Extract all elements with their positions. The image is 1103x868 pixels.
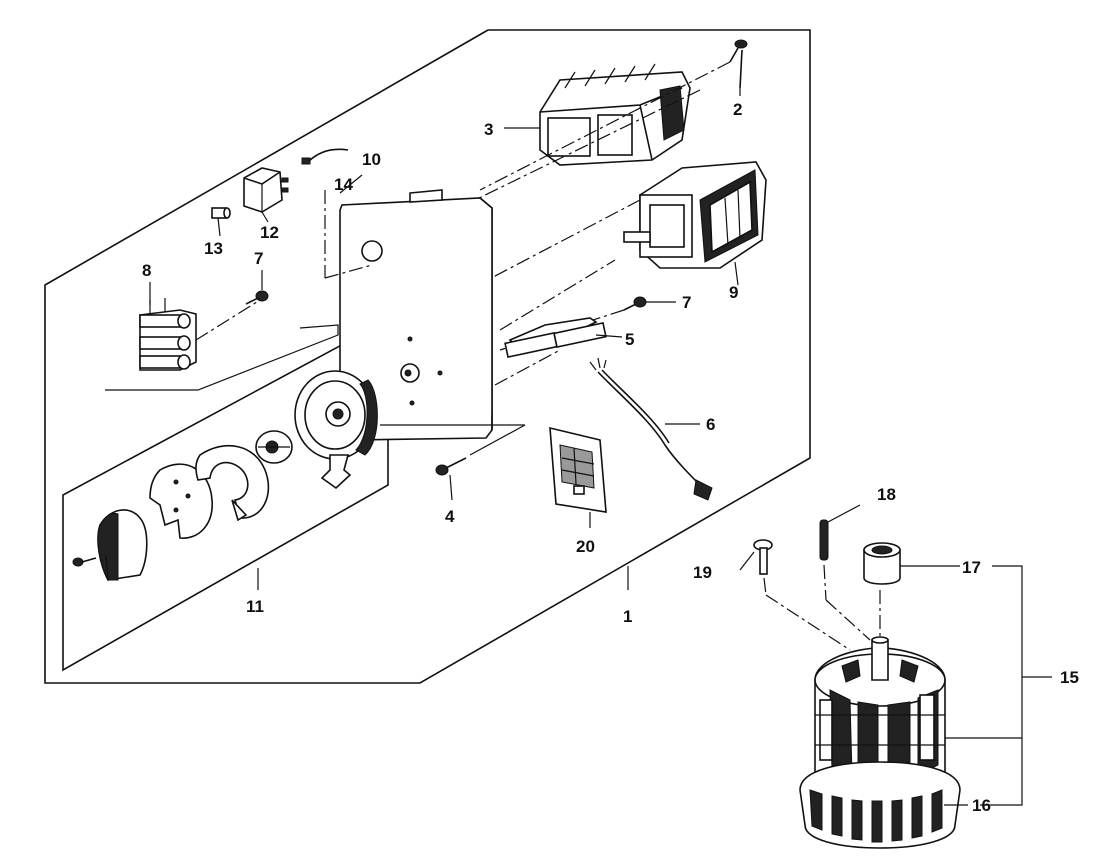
callout-8: 8 [142,261,151,280]
assembly-outline [44,29,811,684]
callout-17: 17 [962,558,981,577]
callout-1: 1 [623,607,632,626]
part-2-screw [479,39,748,191]
callout-9: 9 [729,283,738,302]
part-4-screw [380,424,526,501]
part-11-hub [255,430,293,464]
part-12-connector [243,167,289,223]
callout-2: 2 [733,100,742,119]
part-17-bushing [863,542,960,640]
part-10-main-plate [324,174,493,441]
part-11-knob [72,509,148,581]
part-8-terminal-block [105,282,339,391]
callout-7-upper: 7 [254,249,263,268]
group-15-bracket [945,565,1052,806]
part-5-bracket [494,259,623,386]
callout-10: 10 [362,150,381,169]
part-16-fan-base [799,761,968,849]
callout-3: 3 [484,120,493,139]
callout-6: 6 [706,415,715,434]
callout-13: 13 [204,239,223,258]
callout-7-right: 7 [682,293,691,312]
part-20-label-card [549,426,607,528]
part-3-switch-block [504,63,691,166]
part-6-power-cord [589,357,713,501]
part-14-wire [301,148,349,165]
callout-14: 14 [334,175,353,194]
callout-11: 11 [246,597,264,616]
part-7-screw-upper [245,270,269,305]
callout-20: 20 [576,537,595,556]
part-19-screw [739,539,851,651]
callout-16: 16 [972,796,991,815]
callout-15: 15 [1060,668,1079,687]
part-11-ring-plate [195,444,270,522]
part-9-motor-housing [474,89,767,286]
callout-18: 18 [877,485,896,504]
callout-labels: 1 2 3 4 5 6 7 7 8 9 10 11 12 13 14 15 16… [142,100,1079,815]
part-11-drum [294,369,412,490]
callout-19: 19 [693,563,712,582]
part-13-bolt [211,207,231,237]
leader-lines [257,88,741,590]
callout-5: 5 [625,330,634,349]
callout-4: 4 [445,507,455,526]
callout-12: 12 [260,223,279,242]
part-18-pin [819,504,871,641]
